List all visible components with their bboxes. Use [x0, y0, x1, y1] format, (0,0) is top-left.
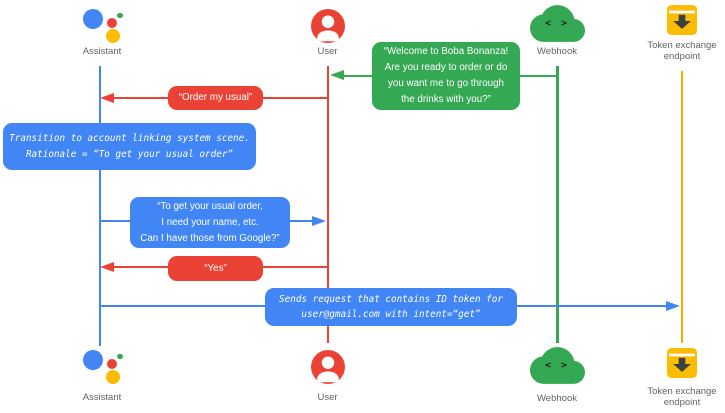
assistant-yellow-dot-icon: [106, 29, 120, 43]
google-assistant-icon: [76, 4, 128, 50]
assistant-label-top: Assistant: [82, 46, 122, 57]
welcome-message: “Welcome to Boba Bonanza! Are you ready …: [372, 42, 520, 110]
token-endpoint-label-bottom: Token exchange endpoint: [647, 386, 717, 408]
welcome-arrowhead-icon: [330, 69, 344, 80]
code-brackets-icon: < >: [544, 18, 570, 29]
assistant-red-dot-icon: [107, 359, 117, 369]
user-label-top: User: [317, 46, 338, 57]
user-icon: [310, 9, 345, 43]
assistant-blue-dot-icon: [83, 9, 103, 29]
order-message: “Order my usual”: [168, 86, 263, 110]
user-icon-bottom: [310, 350, 345, 384]
send-token-message: Sends request that contains ID token for…: [265, 288, 517, 326]
yes-message: “Yes”: [168, 256, 263, 281]
token-endpoint-icon: [666, 4, 698, 36]
assistant-green-dot-icon: [117, 353, 123, 359]
transition-note: Transition to account linking system sce…: [3, 123, 256, 170]
assistant-lifeline: [98, 66, 102, 346]
webhook-cloud-icon-bottom: [529, 347, 585, 384]
token-endpoint-lifeline: [680, 71, 684, 343]
webhook-lifeline: [556, 66, 559, 343]
google-assistant-icon-bottom: [76, 345, 128, 391]
webhook-label-top: Webhook: [537, 46, 577, 57]
assistant-yellow-dot-icon: [106, 370, 120, 384]
ask-account-arrowhead-icon: [312, 215, 326, 226]
assistant-label-bottom: Assistant: [82, 392, 122, 403]
assistant-blue-dot-icon: [83, 350, 103, 370]
code-brackets-icon: < >: [544, 360, 570, 371]
token-endpoint-icon-bottom: [666, 347, 698, 379]
send-token-arrowhead-icon: [666, 300, 680, 311]
webhook-label-bottom: Webhook: [537, 393, 577, 404]
order-arrowhead-icon: [100, 92, 114, 103]
user-label-bottom: User: [317, 392, 338, 403]
assistant-green-dot-icon: [117, 12, 123, 18]
user-lifeline: [326, 66, 330, 343]
yes-arrowhead-icon: [100, 261, 114, 272]
webhook-cloud-icon: [529, 5, 585, 42]
token-endpoint-label-top: Token exchange endpoint: [647, 40, 717, 62]
ask-account-message: “To get your usual order, I need your na…: [130, 197, 290, 248]
assistant-red-dot-icon: [107, 18, 117, 28]
